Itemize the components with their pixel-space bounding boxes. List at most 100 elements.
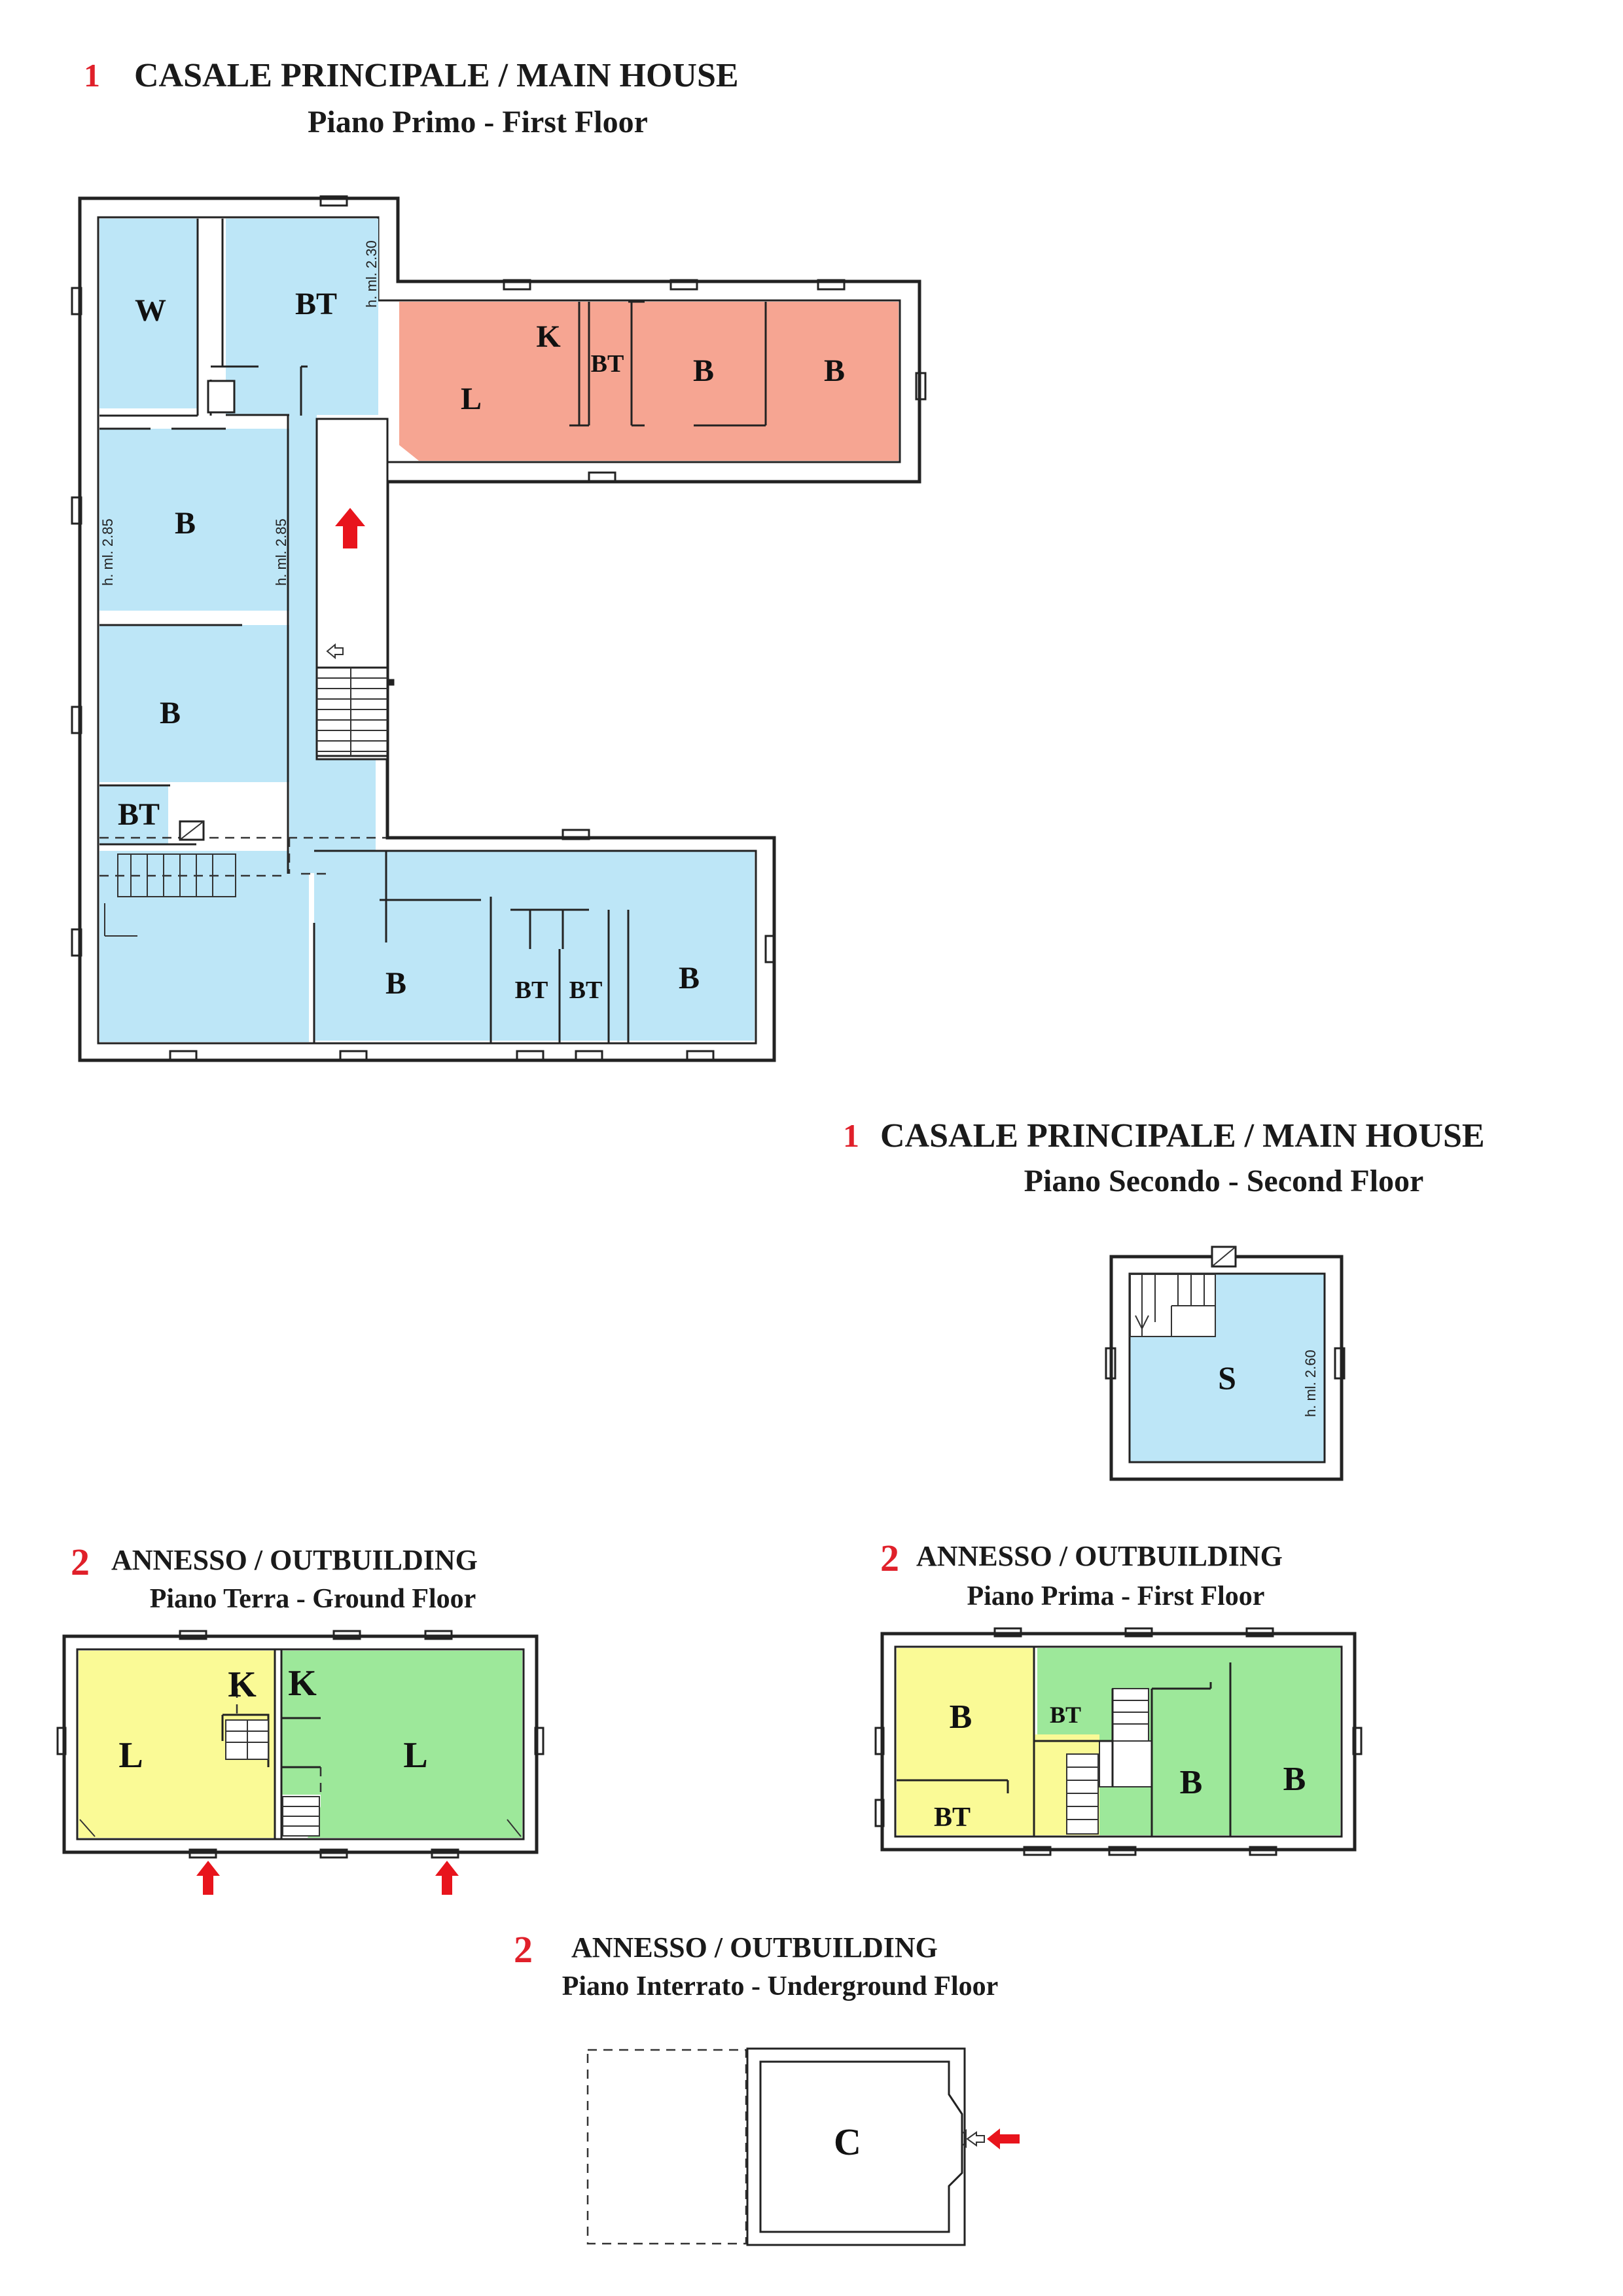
room-fill-bt-lower xyxy=(99,785,168,844)
room-label-bt-salmon: BT xyxy=(591,350,624,378)
section-title: ANNESSO / OUTBUILDING xyxy=(916,1540,1283,1572)
room-label-b-green2: B xyxy=(1283,1761,1306,1798)
section-subtitle: Piano Secondo - Second Floor xyxy=(1024,1164,1424,1198)
second-floor-stair xyxy=(1130,1274,1216,1337)
section-subtitle: Piano Prima - First Floor xyxy=(967,1581,1265,1611)
unexcavated-outline xyxy=(586,2049,747,2245)
dashed-boundaries xyxy=(99,836,386,877)
room-fill-stair-room xyxy=(99,851,309,1042)
room-label-b-bottom1: B xyxy=(385,966,406,1001)
room-fill-green-k xyxy=(281,1651,321,1795)
window-marks xyxy=(71,195,927,1062)
section-number: 1 xyxy=(843,1117,859,1154)
section-title: CASALE PRINCIPALE / MAIN HOUSE xyxy=(880,1117,1485,1155)
section-title: CASALE PRINCIPALE / MAIN HOUSE xyxy=(134,57,739,94)
room-label-b-lower: B xyxy=(160,696,181,730)
section-number: 2 xyxy=(514,1928,533,1971)
title-annex-under: 2 ANNESSO / OUTBUILDING Piano Interrato … xyxy=(514,1928,998,2001)
annex-first-floor-plan: B BT BT B B xyxy=(874,1627,1363,1856)
annex-first-stair xyxy=(1066,1688,1152,1835)
title-main-first: 1 CASALE PRINCIPALE / MAIN HOUSE Piano P… xyxy=(84,57,739,139)
main-stair xyxy=(315,666,389,757)
section-number: 2 xyxy=(880,1537,899,1579)
section-number: 2 xyxy=(71,1541,90,1583)
room-fill-corridor-left xyxy=(289,415,317,873)
room-label-l-salmon: L xyxy=(461,382,482,416)
room-label-w: W xyxy=(135,293,166,328)
room-label-c: C xyxy=(834,2121,861,2163)
room-fill-bottom-wing xyxy=(314,851,755,1041)
room-fill-green xyxy=(281,1651,522,1838)
title-main-second: 1 CASALE PRINCIPALE / MAIN HOUSE Piano S… xyxy=(843,1117,1485,1198)
secondary-stair xyxy=(104,853,236,937)
room-label-s: S xyxy=(1218,1359,1236,1396)
room-label-l-yellow: L xyxy=(118,1735,143,1776)
section-title: ANNESSO / OUTBUILDING xyxy=(571,1931,938,1964)
section-subtitle: Piano Terra - Ground Floor xyxy=(150,1584,476,1614)
annex-underground-floor-plan: C xyxy=(586,2047,1020,2246)
annex-stair xyxy=(225,1719,320,1837)
room-fill-salmon-wing xyxy=(399,302,899,461)
room-label-b-bottom2: B xyxy=(679,961,700,996)
room-fill-b-lower xyxy=(99,625,289,782)
room-label-bt-bottom2: BT xyxy=(569,977,603,1004)
room-label-b-green1: B xyxy=(1180,1764,1203,1801)
window-marks xyxy=(874,1627,1363,1856)
height-note-top: h. ml. 2.30 xyxy=(363,240,380,308)
section-number: 1 xyxy=(84,57,100,94)
direction-arrow-icon xyxy=(966,2131,985,2147)
room-fill-yellow xyxy=(897,1648,1034,1835)
inner-wall xyxy=(759,2060,963,2233)
room-label-b-yellow: B xyxy=(950,1698,972,1736)
direction-arrow-icon xyxy=(326,643,344,660)
interior-walls xyxy=(221,1649,321,1839)
outer-wall xyxy=(78,196,921,1062)
title-annex-ground: 2 ANNESSO / OUTBUILDING Piano Terra - Gr… xyxy=(71,1541,478,1614)
outer-wall xyxy=(880,1632,1357,1852)
interior-walls-bottom xyxy=(300,365,755,1043)
entrance-arrow-icon xyxy=(435,1861,459,1895)
room-label-bt-bottom1: BT xyxy=(515,977,548,1004)
room-label-b-salmon2: B xyxy=(824,353,845,388)
stair-treads xyxy=(317,668,387,756)
room-label-k-green: K xyxy=(288,1663,317,1704)
outer-wall xyxy=(62,1634,539,1854)
room-label-bt-top: BT xyxy=(295,287,337,321)
room-fill-w xyxy=(99,219,198,408)
room-label-b-salmon1: B xyxy=(693,353,714,388)
inner-wall xyxy=(76,1648,525,1840)
interior-walls-left xyxy=(99,219,289,874)
room-label-k-yellow: K xyxy=(228,1664,257,1705)
height-note-mid: h. ml. 2.85 xyxy=(273,518,289,586)
title-annex-first: 2 ANNESSO / OUTBUILDING Piano Prima - Fi… xyxy=(880,1537,1283,1611)
interior-walls xyxy=(897,1647,1232,1837)
interior-walls-salmon xyxy=(569,300,767,427)
section-subtitle: Piano Primo - First Floor xyxy=(308,105,648,139)
window-mark xyxy=(1334,1347,1346,1380)
room-label-bt-green: BT xyxy=(1050,1702,1081,1728)
section-title: ANNESSO / OUTBUILDING xyxy=(111,1544,478,1576)
section-subtitle: Piano Interrato - Underground Floor xyxy=(562,1971,999,2001)
room-label-bt-yellow: BT xyxy=(934,1803,971,1833)
room-label-b-mid: B xyxy=(175,506,196,541)
entrance-arrow-icon xyxy=(335,508,365,548)
dashed-boundaries xyxy=(236,1689,322,1797)
entrance-arrow-icon xyxy=(987,2128,1020,2149)
main-house-second-floor-plan: S h. ml. 2.60 xyxy=(1105,1246,1346,1481)
room-fill-b-mid xyxy=(99,429,289,611)
window-mark xyxy=(1105,1347,1116,1380)
height-note-left: h. ml. 2.85 xyxy=(99,518,116,586)
annex-ground-floor-plan: L K K L xyxy=(56,1630,544,1895)
window-marks xyxy=(56,1630,544,1859)
room-label-k-salmon: K xyxy=(536,319,560,354)
height-note-second: h. ml. 2.60 xyxy=(1302,1350,1319,1417)
room-label-l-green: L xyxy=(403,1735,427,1776)
chimney-block xyxy=(207,380,236,414)
entrance-arrow-icon xyxy=(196,1861,220,1895)
outer-wall xyxy=(746,2047,966,2246)
room-label-bt-lower: BT xyxy=(118,797,160,832)
inner-wall xyxy=(894,1645,1343,1838)
door-swings xyxy=(79,1819,522,1837)
inner-wall xyxy=(1128,1272,1326,1463)
